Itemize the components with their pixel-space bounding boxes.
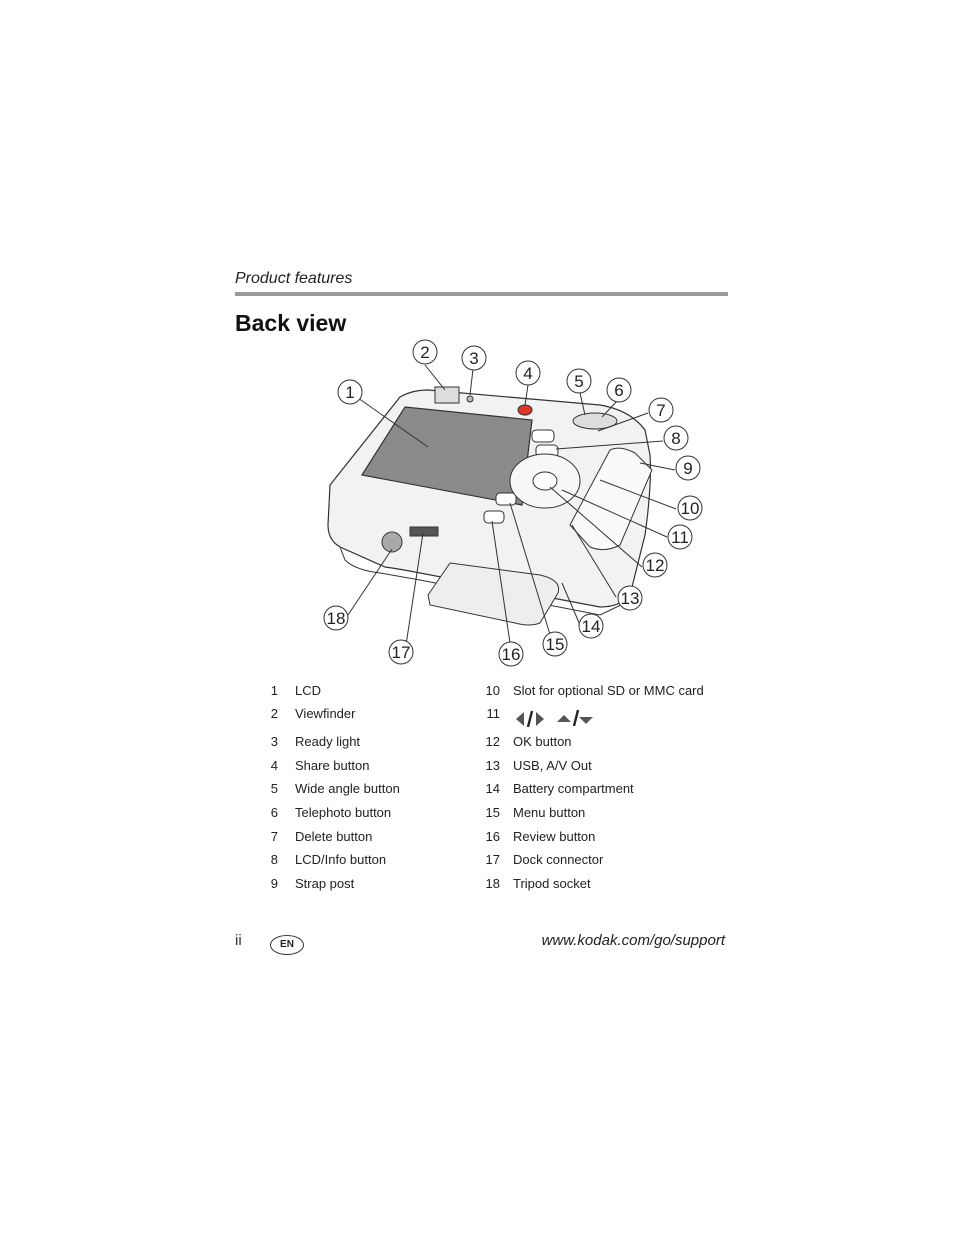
- callout-5: 5: [566, 368, 592, 394]
- section-header: Product features: [235, 270, 353, 287]
- svg-text:2: 2: [420, 343, 429, 362]
- dock-connector: [409, 526, 439, 537]
- card-slot-door: [569, 447, 653, 551]
- arrow-buttons-icon: [515, 709, 595, 727]
- svg-text:9: 9: [683, 459, 692, 478]
- share-button: [517, 404, 533, 416]
- svg-text:10: 10: [681, 499, 700, 518]
- page-number: ii: [235, 932, 242, 949]
- callout-9: 9: [675, 455, 701, 481]
- callout-7: 7: [648, 397, 674, 423]
- callout-11: 11: [667, 524, 693, 550]
- svg-text:17: 17: [392, 643, 411, 662]
- svg-text:1: 1: [345, 383, 354, 402]
- svg-text:14: 14: [582, 617, 601, 636]
- callout-13: 13: [617, 585, 643, 611]
- callout-8: 8: [663, 425, 689, 451]
- viewfinder: [434, 386, 460, 404]
- language-badge: EN: [270, 935, 304, 955]
- svg-text:13: 13: [621, 589, 640, 608]
- zoom-lever: [572, 412, 618, 430]
- svg-text:7: 7: [656, 401, 665, 420]
- ok-button-shape: [532, 471, 558, 491]
- svg-text:15: 15: [546, 635, 565, 654]
- camera-back-view-figure: 1 2 3 4 5 6 7 8 9 10 11 12 13 14 15 16 1…: [300, 335, 730, 675]
- review-button-shape: [483, 510, 505, 524]
- callout-2: 2: [412, 339, 438, 365]
- callout-1: 1: [337, 379, 363, 405]
- header-rule: [235, 292, 728, 296]
- callout-16: 16: [498, 641, 524, 667]
- svg-text:5: 5: [574, 372, 583, 391]
- callout-17: 17: [388, 639, 414, 665]
- menu-button-shape: [495, 492, 517, 506]
- svg-text:12: 12: [646, 556, 665, 575]
- camera-illustration: 1 2 3 4 5 6 7 8 9 10 11 12 13 14 15 16 1…: [323, 339, 703, 667]
- tripod-socket: [381, 531, 403, 553]
- callout-12: 12: [642, 552, 668, 578]
- delete-button-shape: [531, 429, 555, 443]
- svg-text:18: 18: [327, 609, 346, 628]
- ready-light: [466, 395, 474, 403]
- callout-18: 18: [323, 605, 349, 631]
- svg-text:3: 3: [469, 349, 478, 368]
- battery-door: [427, 562, 560, 626]
- svg-text:16: 16: [502, 645, 521, 664]
- callout-6: 6: [606, 377, 632, 403]
- callout-10: 10: [677, 495, 703, 521]
- callout-4: 4: [515, 360, 541, 386]
- page-title: Back view: [235, 310, 347, 336]
- lcd-screen: [361, 406, 533, 506]
- svg-text:8: 8: [671, 429, 680, 448]
- svg-text:11: 11: [671, 528, 689, 547]
- callout-15: 15: [542, 631, 568, 657]
- svg-text:4: 4: [523, 364, 532, 383]
- callout-3: 3: [461, 345, 487, 371]
- svg-text:6: 6: [614, 381, 623, 400]
- callout-14: 14: [578, 613, 604, 639]
- support-url[interactable]: www.kodak.com/go/support: [541, 932, 725, 949]
